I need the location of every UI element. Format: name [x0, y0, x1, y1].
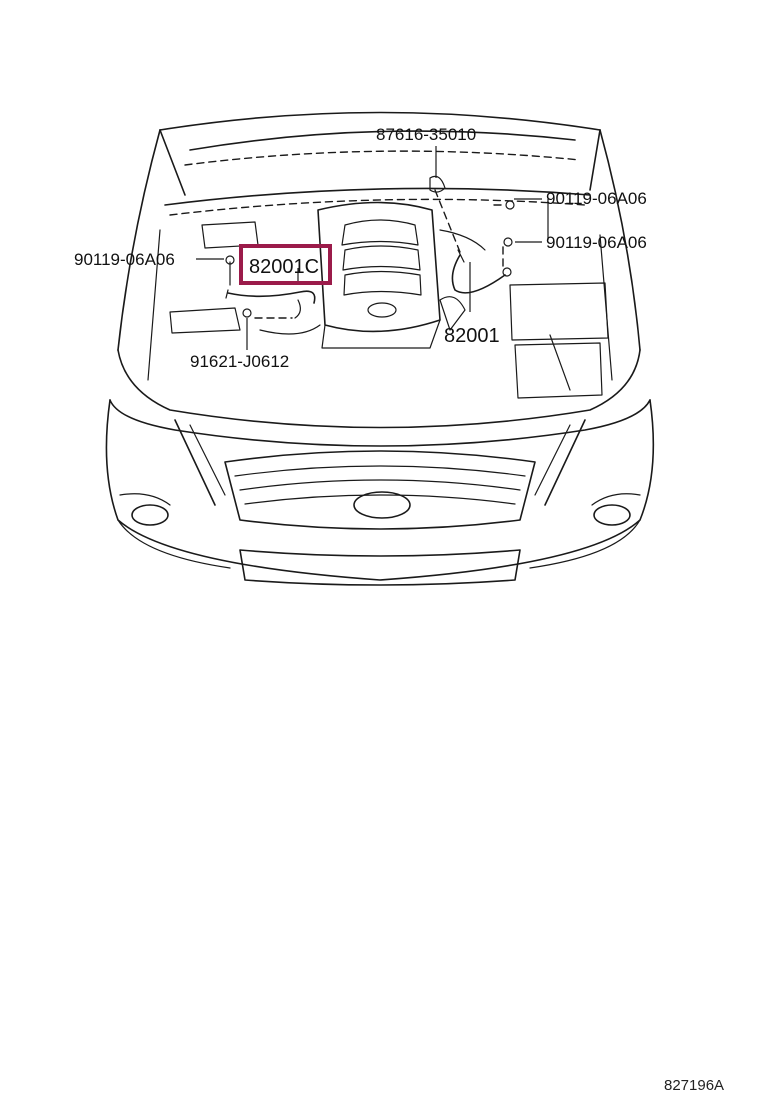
figure-code: 827196A [664, 1077, 724, 1094]
part-label-90119-06A06-upper: 90119-06A06 [546, 189, 647, 208]
part-label-90119-06A06-lower: 90119-06A06 [546, 233, 647, 252]
part-label-82001[interactable]: 82001 [444, 325, 500, 347]
wire-82001 [429, 175, 515, 294]
engine-components [169, 201, 609, 399]
part-label-90119-06A06-left: 90119-06A06 [74, 250, 175, 269]
highlight-box [239, 244, 332, 285]
part-labels: 87616-35010 90119-06A06 90119-06A06 9011… [74, 125, 647, 371]
car-outline [105, 111, 655, 586]
wire-82001C [225, 255, 316, 319]
leader-lines [196, 146, 549, 350]
part-label-87616-35010: 87616-35010 [376, 125, 476, 144]
part-label-82001C[interactable]: 82001C [249, 256, 319, 278]
part-label-91621-J0612: 91621-J0612 [190, 352, 289, 371]
